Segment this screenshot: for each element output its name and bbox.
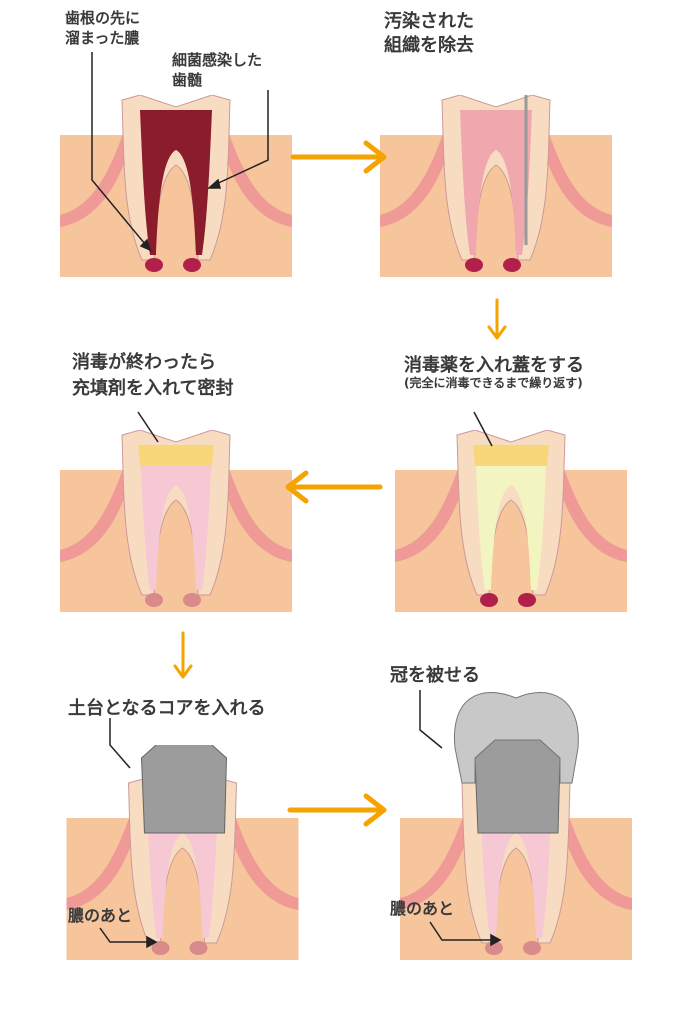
- pus: [518, 593, 536, 607]
- tooth-core: [65, 739, 300, 960]
- arrow-down-icon: [173, 631, 193, 679]
- arrow-left-icon: [285, 470, 383, 504]
- arrow-down-icon: [487, 298, 507, 340]
- label-line: 充填剤を入れて密封: [72, 378, 234, 399]
- pus: [189, 941, 208, 955]
- tooth-medicated: [395, 429, 627, 612]
- pus: [480, 593, 498, 607]
- arrow-right-icon: [290, 140, 387, 174]
- tooth-crown: [385, 690, 647, 960]
- pus: [151, 941, 170, 955]
- label-line: 消毒が終わったら: [72, 352, 216, 373]
- tooth-illustration: [400, 691, 632, 960]
- label-note: (完全に消毒できるまで繰り返す): [404, 376, 583, 390]
- tooth-illustration: [66, 739, 299, 960]
- arrow-right-icon: [287, 793, 387, 827]
- pus: [465, 258, 483, 272]
- label-medicine: 消毒薬を入れ蓋をする(完全に消毒できるまで繰り返す): [404, 355, 584, 391]
- pulp: [460, 110, 532, 255]
- tooth-illustration: [60, 94, 292, 277]
- core: [474, 739, 561, 834]
- label-line: 消毒薬を入れ蓋をする: [404, 355, 584, 376]
- pus: [145, 258, 163, 272]
- pulp: [475, 445, 547, 590]
- pus: [183, 258, 201, 272]
- label-line: 組織を除去: [384, 35, 474, 56]
- tooth-sealed: [60, 429, 292, 612]
- tooth-cleaning: [380, 4, 612, 277]
- label-core: 土台となるコアを入れる: [68, 698, 266, 719]
- label-line: 歯根の先に: [65, 9, 141, 27]
- label-seal: 消毒が終わったら充填剤を入れて密封: [72, 350, 233, 402]
- crown: [453, 691, 579, 784]
- filling: [473, 445, 549, 466]
- pulp: [140, 445, 212, 590]
- label-line: 細菌感染した: [172, 51, 263, 69]
- label-remove-tissue: 汚染された組織を除去: [384, 10, 474, 58]
- tooth-infected: [60, 94, 292, 277]
- pus: [183, 593, 201, 607]
- label-line: 歯髄: [172, 71, 203, 89]
- label-scar-1: 膿のあと: [68, 906, 133, 925]
- filling: [138, 445, 214, 466]
- label-crown: 冠を被せる: [390, 665, 480, 686]
- label-scar-2: 膿のあと: [390, 899, 455, 918]
- label-pus: 歯根の先に溜まった膿: [65, 8, 140, 48]
- tooth-illustration: [60, 429, 292, 612]
- core: [140, 739, 228, 834]
- tooth-illustration: [380, 4, 612, 277]
- label-line: 汚染された: [384, 11, 474, 32]
- label-infected-pulp: 細菌感染した歯髄: [172, 50, 262, 90]
- pus: [523, 941, 541, 955]
- tooth-illustration: [395, 429, 627, 612]
- label-line: 溜まった膿: [65, 29, 140, 47]
- pus: [503, 258, 521, 272]
- pus: [485, 941, 503, 955]
- pus: [145, 593, 163, 607]
- pulp: [140, 110, 212, 255]
